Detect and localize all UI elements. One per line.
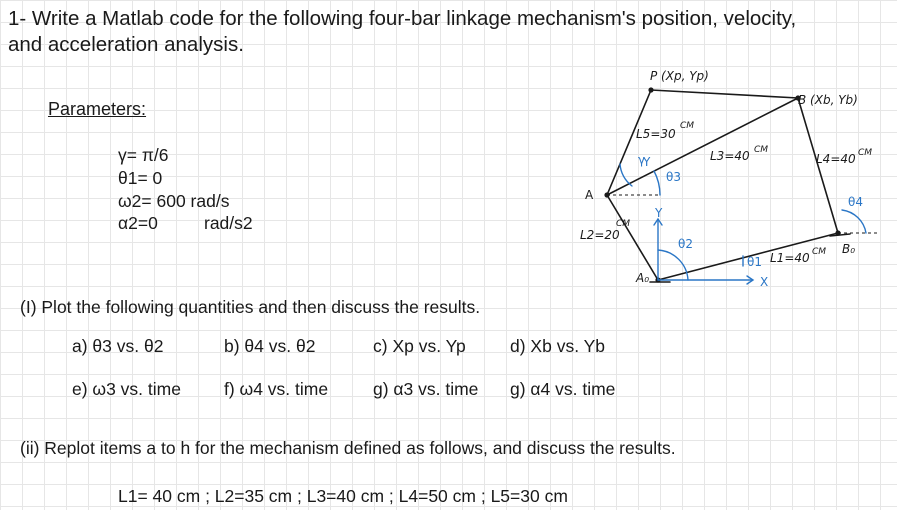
param-gamma: γ= π/6 [118, 145, 169, 165]
link-l2 [606, 194, 659, 281]
label-b: B (Xb, Yb) [798, 93, 858, 107]
label-l1: L1=40 [770, 251, 810, 265]
label-gamma: γ [638, 153, 645, 167]
parameters-heading: Parameters: [48, 99, 147, 119]
label-x: X [760, 275, 768, 289]
title-line-1: 1- Write a Matlab code for the following… [8, 7, 797, 30]
label-l2-unit: CM [616, 219, 630, 229]
axis-y-a0-arrow [653, 217, 663, 226]
label-l1-unit: CM [812, 247, 826, 257]
item-b: b) θ4 vs. θ2 [224, 336, 316, 356]
label-y-a: Y [654, 206, 663, 220]
label-l5-unit: CM [680, 121, 694, 131]
label-p: P (Xp, Yp) [650, 69, 709, 83]
label-l3-unit: CM [754, 145, 768, 155]
joint-b [795, 95, 801, 101]
axis-x-a0-arrow [746, 275, 755, 285]
link-l3 [606, 97, 799, 196]
label-theta3: θ3 [666, 170, 681, 184]
label-l4-unit: CM [858, 148, 872, 158]
item-f: f) ω4 vs. time [224, 379, 329, 399]
joint-a [604, 192, 610, 198]
part2-spec: L1= 40 cm ; L2=35 cm ; L3=40 cm ; L4=50 … [118, 486, 568, 506]
item-g3: g) α3 vs. time [373, 379, 479, 399]
param-theta1: θ1= 0 [118, 168, 163, 188]
label-l4: L4=40 [816, 152, 856, 166]
link-l4 [797, 97, 839, 234]
label-theta4: θ4 [848, 195, 863, 209]
joint-p [648, 87, 654, 93]
item-a: a) θ3 vs. θ2 [72, 336, 164, 356]
part1-heading: (I) Plot the following quantities and th… [20, 297, 481, 317]
item-c: c) Xp vs. Yp [373, 336, 466, 356]
link-l5 [606, 89, 652, 196]
arc-theta3 [653, 170, 661, 196]
param-alpha2-unit: rad/s2 [204, 213, 253, 233]
label-b0: B₀ [842, 242, 855, 256]
label-l5: L5=30 [636, 127, 676, 141]
item-d: d) Xb vs. Yb [510, 336, 606, 356]
joint-b0 [835, 230, 841, 236]
label-a: A [585, 188, 594, 202]
label-l3: L3=40 [710, 149, 750, 163]
item-e: e) ω3 vs. time [72, 379, 181, 399]
param-alpha2: α2=0 [118, 213, 158, 233]
part2-heading: (ii) Replot items a to h for the mechani… [20, 438, 676, 458]
four-bar-linkage-diagram: P (Xp, Yp) B (Xb, Yb) A A₀ B₀ L5=30 CM L… [580, 69, 880, 289]
label-theta1: θ1 [747, 255, 762, 269]
label-l2: L2=20 [580, 228, 620, 242]
label-a0: A₀ [635, 271, 649, 285]
ground-b0 [829, 233, 851, 237]
item-g4: g) α4 vs. time [510, 379, 616, 399]
arc-gamma [619, 163, 633, 187]
arc-theta4 [841, 209, 867, 234]
arc-theta2 [657, 249, 689, 281]
param-omega2: ω2= 600 rad/s [118, 191, 230, 211]
link-l1 [657, 232, 839, 281]
label-y-top: Y [642, 155, 651, 169]
label-theta2: θ2 [678, 237, 693, 251]
title-line-2: and acceleration analysis. [8, 33, 244, 56]
link-top [650, 89, 799, 99]
